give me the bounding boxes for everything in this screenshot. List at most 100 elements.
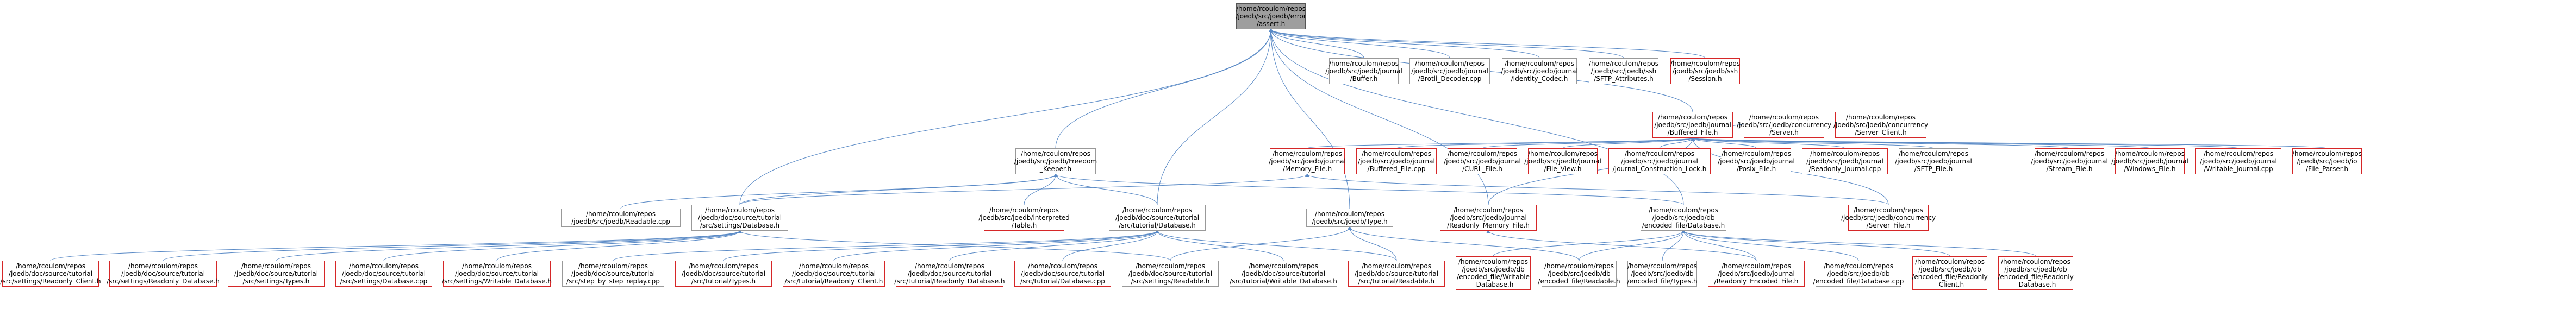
- node-session[interactable]: /home/rcoulom/repos /joedb/src/joedb/ssh…: [1670, 58, 1740, 84]
- edge-tutorial_database-to-b_tutorial_readonly_database: [949, 230, 1159, 261]
- node-label: /home/rcoulom/repos /joedb/doc/source/tu…: [1115, 206, 1200, 229]
- node-label: /home/rcoulom/repos /joedb/src/joedb/int…: [978, 206, 1070, 229]
- node-b-tutorial-readonly-client[interactable]: /home/rcoulom/repos /joedb/doc/source/tu…: [783, 261, 885, 287]
- node-readable-cpp[interactable]: /home/rcoulom/repos /joedb/src/joedb/Rea…: [561, 209, 681, 227]
- node-label: /home/rcoulom/repos /joedb/doc/source/tu…: [234, 262, 319, 285]
- node-b-settings-readonly-database[interactable]: /home/rcoulom/repos /joedb/doc/source/tu…: [107, 261, 220, 287]
- node-sftp-attr[interactable]: /home/rcoulom/repos /joedb/src/joedb/ssh…: [1589, 58, 1658, 84]
- node-brotli[interactable]: /home/rcoulom/repos /joedb/src/joedb/jou…: [1409, 58, 1490, 84]
- node-root[interactable]: /home/rcoulom/repos /joedb/src/joedb/err…: [1236, 3, 1306, 29]
- node-b-tutorial-writable-database[interactable]: /home/rcoulom/repos /joedb/doc/source/tu…: [1230, 261, 1337, 287]
- node-b-tutorial-readonly-database[interactable]: /home/rcoulom/repos /joedb/doc/source/tu…: [894, 261, 1005, 287]
- node-b-encoded-readable[interactable]: /home/rcoulom/repos /joedb/src/joedb/db …: [1538, 261, 1620, 287]
- node-label: /home/rcoulom/repos /joedb/src/joedb/io …: [2292, 150, 2362, 173]
- edge-root-to-session: [1269, 28, 1706, 59]
- edge-tutorial_database-to-b_tutorial_readonly_client: [833, 230, 1159, 261]
- node-label: /home/rcoulom/repos /joedb/doc/source/tu…: [441, 262, 552, 285]
- node-label: /home/rcoulom/repos /joedb/doc/source/tu…: [697, 206, 782, 229]
- node-b-encoded-readonly-database[interactable]: /home/rcoulom/repos /joedb/src/joedb/db …: [1998, 256, 2074, 290]
- edge-encoded_file_database-to-b_encoded_types: [1662, 230, 1686, 261]
- node-b-readonly-encoded-file[interactable]: /home/rcoulom/repos /joedb/src/joedb/jou…: [1708, 261, 1805, 287]
- node-identity[interactable]: /home/rcoulom/repos /joedb/src/joedb/jou…: [1501, 58, 1578, 84]
- node-journal-lock[interactable]: /home/rcoulom/repos /joedb/src/joedb/jou…: [1608, 148, 1711, 174]
- node-writable-journal-cpp[interactable]: /home/rcoulom/repos /joedb/src/joedb/jou…: [2195, 148, 2281, 174]
- edge-tutorial_database-to-b_tutorial_writable_database: [1155, 230, 1284, 261]
- node-label: /home/rcoulom/repos /joedb/src/joedb/ssh…: [1589, 60, 1658, 83]
- edge-encoded_file_database-to-b_readonly_encoded_file: [1681, 230, 1757, 261]
- node-b-tutorial-types[interactable]: /home/rcoulom/repos /joedb/doc/source/tu…: [675, 261, 772, 287]
- edge-settings_database-to-b_settings_readonly_client: [50, 230, 742, 261]
- node-type-h[interactable]: /home/rcoulom/repos /joedb/src/joedb/Typ…: [1306, 209, 1393, 227]
- edge-root-to-encoded_file_database: [1269, 28, 1684, 205]
- node-b-step-by-step[interactable]: /home/rcoulom/repos /joedb/doc/source/tu…: [562, 261, 664, 287]
- edge-tutorial_database-to-b_tutorial_readable: [1155, 230, 1397, 261]
- node-label: /home/rcoulom/repos /joedb/src/joedb/db …: [1998, 258, 2074, 288]
- node-readonly-memory-file[interactable]: /home/rcoulom/repos /joedb/src/joedb/jou…: [1440, 205, 1537, 231]
- node-freedom-keeper[interactable]: /home/rcoulom/repos /joedb/src/joedb/Fre…: [1014, 148, 1097, 174]
- node-label: /home/rcoulom/repos /joedb/src/joedb/Fre…: [1014, 150, 1097, 173]
- node-label: /home/rcoulom/repos /joedb/src/joedb/jou…: [1444, 150, 1521, 173]
- node-label: /home/rcoulom/repos /joedb/src/joedb/db …: [1912, 258, 1988, 288]
- node-posix-file[interactable]: /home/rcoulom/repos /joedb/src/joedb/jou…: [1718, 148, 1795, 174]
- node-buffered-file[interactable]: /home/rcoulom/repos /joedb/src/joedb/jou…: [1652, 112, 1733, 138]
- node-label: /home/rcoulom/repos /joedb/doc/source/tu…: [566, 262, 660, 285]
- edge-memory_file-to-concurrency_server_file: [1305, 173, 1889, 205]
- edge-encoded_file_database-to-b_encoded_readable: [1579, 230, 1686, 261]
- node-b-encoded-types[interactable]: /home/rcoulom/repos /joedb/src/joedb/db …: [1627, 261, 1698, 287]
- node-label: /home/rcoulom/repos /joedb/src/joedb/jou…: [1654, 113, 1731, 136]
- node-stream-file[interactable]: /home/rcoulom/repos /joedb/src/joedb/jou…: [2031, 148, 2108, 174]
- node-label: /home/rcoulom/repos /joedb/src/joedb/jou…: [1411, 60, 1488, 83]
- edge-settings_database-to-b_settings_readable: [738, 230, 1171, 261]
- node-b-settings-readonly-client[interactable]: /home/rcoulom/repos /joedb/doc/source/tu…: [0, 261, 101, 287]
- node-label: /home/rcoulom/repos /joedb/doc/source/tu…: [681, 262, 766, 285]
- node-label: /home/rcoulom/repos /joedb/src/joedb/jou…: [1524, 150, 1601, 173]
- node-b-encoded-database-cpp[interactable]: /home/rcoulom/repos /joedb/src/joedb/db …: [1813, 261, 1904, 287]
- node-b-settings-writable-database[interactable]: /home/rcoulom/repos /joedb/doc/source/tu…: [441, 261, 552, 287]
- edge-root-to-settings_database: [739, 28, 1273, 205]
- node-label: /home/rcoulom/repos /joedb/doc/source/tu…: [1230, 262, 1337, 285]
- node-sftp-file[interactable]: /home/rcoulom/repos /joedb/src/joedb/jou…: [1895, 148, 1972, 174]
- node-file-view[interactable]: /home/rcoulom/repos /joedb/src/joedb/jou…: [1524, 148, 1601, 174]
- node-label: /home/rcoulom/repos /joedb/doc/source/tu…: [784, 262, 883, 285]
- node-interpreted-table[interactable]: /home/rcoulom/repos /joedb/src/joedb/int…: [978, 205, 1070, 231]
- edge-type_h-to-b_tutorial_readable: [1348, 226, 1397, 261]
- node-b-tutorial-readable[interactable]: /home/rcoulom/repos /joedb/doc/source/tu…: [1348, 261, 1445, 287]
- node-b-encoded-readonly-client[interactable]: /home/rcoulom/repos /joedb/src/joedb/db …: [1912, 256, 1988, 290]
- node-settings-database[interactable]: /home/rcoulom/repos /joedb/doc/source/tu…: [691, 205, 788, 231]
- edge-root-to-readonly_memory_file: [1269, 28, 1489, 205]
- node-file-parser[interactable]: /home/rcoulom/repos /joedb/src/joedb/io …: [2292, 148, 2362, 174]
- node-label: /home/rcoulom/repos /joedb/src/joedb/db …: [1538, 262, 1620, 285]
- node-label: /home/rcoulom/repos /joedb/src/joedb/jou…: [1501, 60, 1578, 83]
- node-memory-file[interactable]: /home/rcoulom/repos /joedb/src/joedb/jou…: [1269, 148, 1346, 174]
- node-encoded-file-database[interactable]: /home/rcoulom/repos /joedb/src/joedb/db …: [1641, 205, 1726, 231]
- edge-settings_database-to-b_settings_writable_database: [496, 230, 742, 261]
- node-buffer[interactable]: /home/rcoulom/repos /joedb/src/joedb/jou…: [1325, 58, 1402, 84]
- node-b-encoded-writable-database[interactable]: /home/rcoulom/repos /joedb/src/joedb/db …: [1456, 256, 1531, 290]
- node-b-settings-readable[interactable]: /home/rcoulom/repos /joedb/doc/source/tu…: [1122, 261, 1219, 287]
- node-buffered-file-cpp[interactable]: /home/rcoulom/repos /joedb/src/joedb/jou…: [1356, 148, 1437, 174]
- node-readonly-journal-cpp[interactable]: /home/rcoulom/repos /joedb/src/joedb/jou…: [1802, 148, 1888, 174]
- edge-readonly_memory_file-to-b_readonly_encoded_file: [1486, 230, 1757, 261]
- node-label: /home/rcoulom/repos /joedb/src/joedb/con…: [1841, 206, 1936, 229]
- node-concurrency-server[interactable]: /home/rcoulom/repos /joedb/src/joedb/con…: [1737, 112, 1831, 138]
- edge-buffered_file-to-curl_file: [1482, 137, 1695, 149]
- edge-encoded_file_database-to-b_encoded_readonly_client: [1681, 230, 1950, 257]
- edge-type_h-to-b_encoded_readable: [1348, 226, 1580, 261]
- edge-freedom_keeper-to-tutorial_database: [1053, 173, 1158, 205]
- edge-root-to-sftp_attr: [1269, 28, 1624, 59]
- edge-root-to-brotli: [1269, 28, 1450, 59]
- edge-buffered_file-to-readonly_journal_cpp: [1691, 137, 1845, 149]
- node-tutorial-database[interactable]: /home/rcoulom/repos /joedb/doc/source/tu…: [1109, 205, 1206, 231]
- edge-tutorial_database-to-b_tutorial_database_cpp: [1062, 230, 1159, 261]
- node-label: /home/rcoulom/repos /joedb/doc/source/tu…: [1354, 262, 1439, 285]
- node-concurrency-server-file[interactable]: /home/rcoulom/repos /joedb/src/joedb/con…: [1841, 205, 1936, 231]
- node-concurrency-server-client[interactable]: /home/rcoulom/repos /joedb/src/joedb/con…: [1833, 112, 1928, 138]
- node-b-settings-database-cpp[interactable]: /home/rcoulom/repos /joedb/doc/source/tu…: [335, 261, 432, 287]
- node-label: /home/rcoulom/repos /joedb/src/joedb/jou…: [2031, 150, 2108, 173]
- node-windows-file[interactable]: /home/rcoulom/repos /joedb/src/joedb/jou…: [2111, 148, 2188, 174]
- node-curl-file[interactable]: /home/rcoulom/repos /joedb/src/joedb/jou…: [1444, 148, 1521, 174]
- node-label: /home/rcoulom/repos /joedb/src/joedb/jou…: [2111, 150, 2188, 173]
- node-b-tutorial-database-cpp[interactable]: /home/rcoulom/repos /joedb/doc/source/tu…: [1014, 261, 1111, 287]
- node-b-settings-types[interactable]: /home/rcoulom/repos /joedb/doc/source/tu…: [228, 261, 325, 287]
